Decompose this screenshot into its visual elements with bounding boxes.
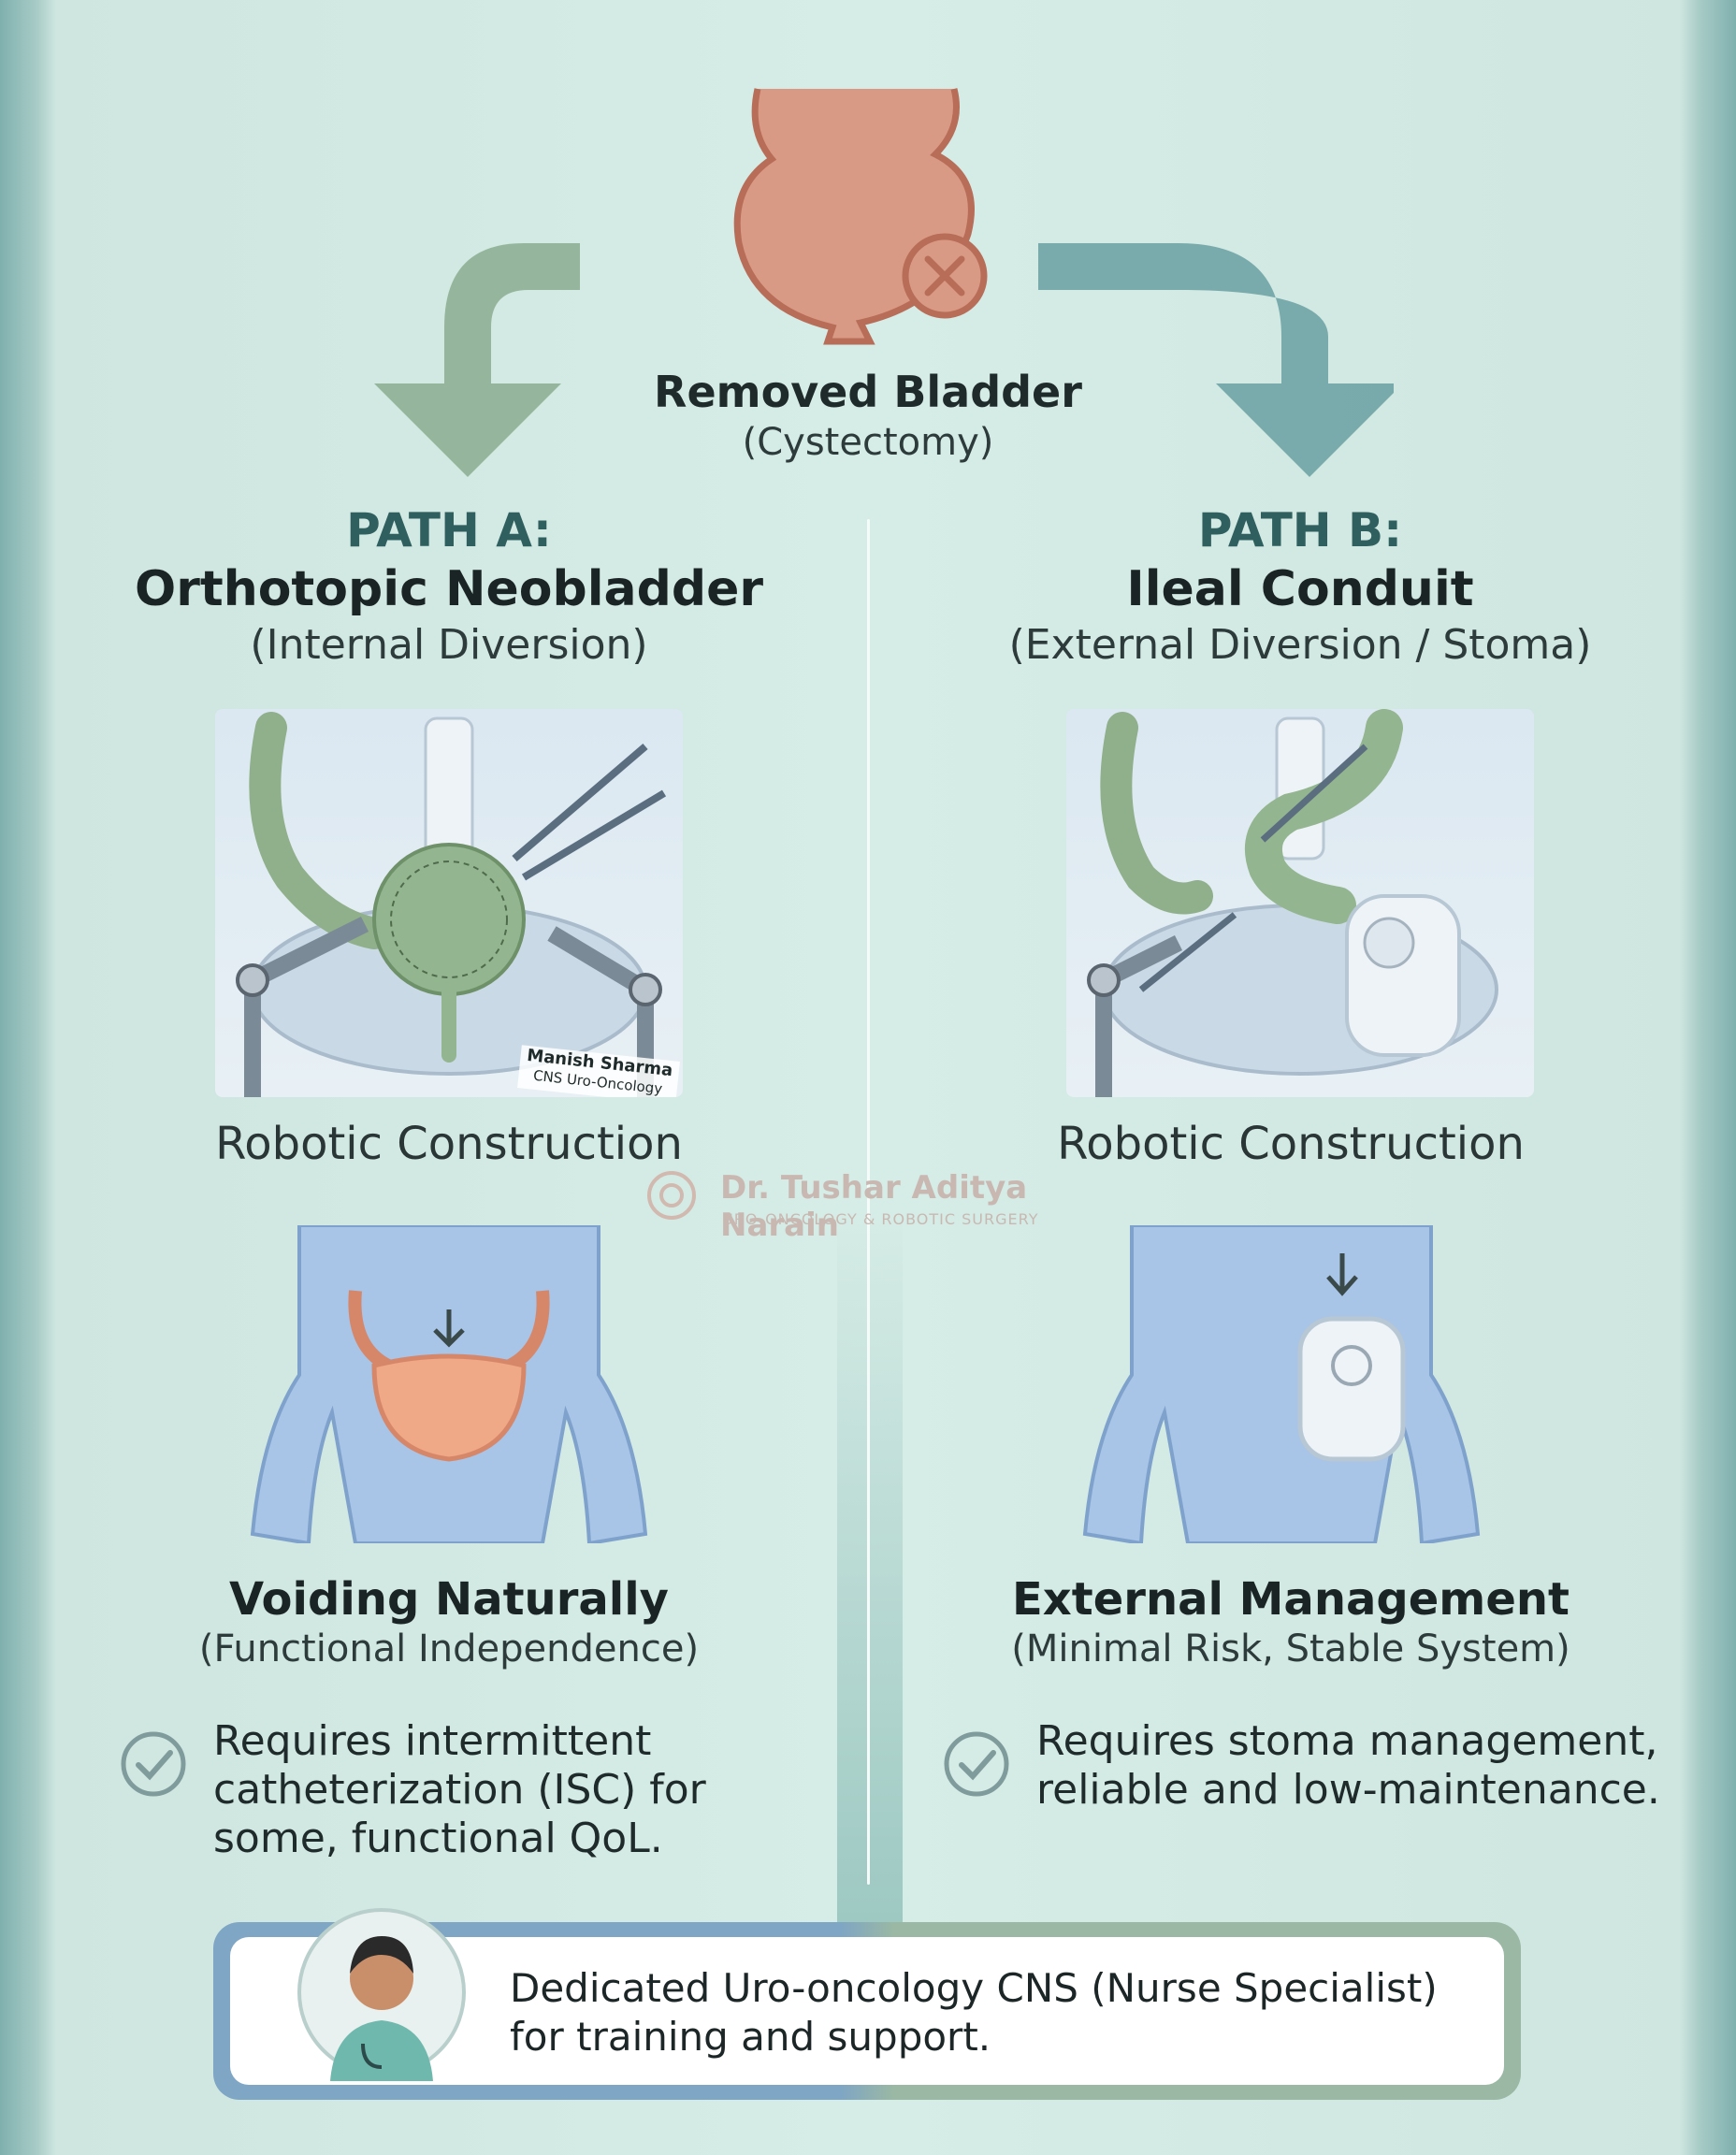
path-a-robotic-illustration: Manish Sharma CNS Uro-Oncology xyxy=(215,709,683,1097)
path-a-subtitle: (Internal Diversion) xyxy=(250,621,648,669)
path-a-outcome-subtitle: (Functional Independence) xyxy=(198,1627,700,1670)
path-b-check-icon xyxy=(944,1731,1009,1797)
path-b-outcome-subtitle: (Minimal Risk, Stable System) xyxy=(1011,1627,1570,1670)
path-b-subtitle: (External Diversion / Stoma) xyxy=(1008,621,1592,669)
path-b-robotic-illustration xyxy=(1066,709,1534,1097)
removed-bladder-subtitle: (Cystectomy) xyxy=(742,421,994,464)
path-b-bullet: Requires stoma management, reliable and … xyxy=(1036,1717,1691,1815)
watermark: Dr. Tushar Aditya Narain URO-ONCOLOGY & … xyxy=(645,1169,1132,1244)
path-b-image-caption: Robotic Construction xyxy=(1057,1118,1525,1170)
path-b-bullet-line-2: reliable and low-maintenance. xyxy=(1036,1766,1660,1814)
removed-bladder-icon xyxy=(733,88,988,345)
path-a-bullet: Requires intermittent catheterization (I… xyxy=(213,1717,793,1863)
path-b-name: Ileal Conduit xyxy=(1126,561,1474,617)
path-a-label: PATH A: xyxy=(346,503,552,557)
path-b-label: PATH B: xyxy=(1197,503,1403,557)
path-b-outcome-title: External Management xyxy=(1012,1573,1570,1626)
path-a-bullet-line-1: Requires intermittent xyxy=(213,1717,652,1765)
path-b-body-stoma-icon xyxy=(1082,1225,1481,1543)
watermark-name: Dr. Tushar Aditya Narain xyxy=(720,1169,1028,1244)
support-line-2: for training and support. xyxy=(510,2014,991,2060)
watermark-logo-icon xyxy=(647,1171,696,1220)
removed-bladder-title: Removed Bladder xyxy=(654,367,1082,417)
path-a-body-neobladder-icon xyxy=(250,1225,648,1543)
right-curved-arrow-icon xyxy=(1038,243,1394,477)
path-a-image-caption: Robotic Construction xyxy=(215,1118,683,1170)
path-a-outcome-title: Voiding Naturally xyxy=(229,1573,669,1626)
path-a-bullet-line-2: catheterization (ISC) for xyxy=(213,1766,706,1814)
divider-band xyxy=(837,1216,903,1945)
watermark-tagline: URO-ONCOLOGY & ROBOTIC SURGERY xyxy=(722,1210,1039,1228)
path-b-bullet-line-1: Requires stoma management, xyxy=(1036,1717,1658,1765)
support-line-1: Dedicated Uro-oncology CNS (Nurse Specia… xyxy=(510,1965,1438,2011)
path-a-check-icon xyxy=(121,1731,186,1797)
nurse-avatar xyxy=(297,1908,466,2081)
support-text: Dedicated Uro-oncology CNS (Nurse Specia… xyxy=(510,1964,1473,2061)
ileal-conduit-surgery-icon xyxy=(1087,709,1498,1097)
path-a-name: Orthotopic Neobladder xyxy=(134,561,763,617)
center-divider xyxy=(867,519,870,1885)
left-curved-arrow-icon xyxy=(374,243,580,477)
neobladder-surgery-icon xyxy=(236,712,667,1097)
path-a-bullet-line-3: some, functional QoL. xyxy=(213,1815,663,1862)
